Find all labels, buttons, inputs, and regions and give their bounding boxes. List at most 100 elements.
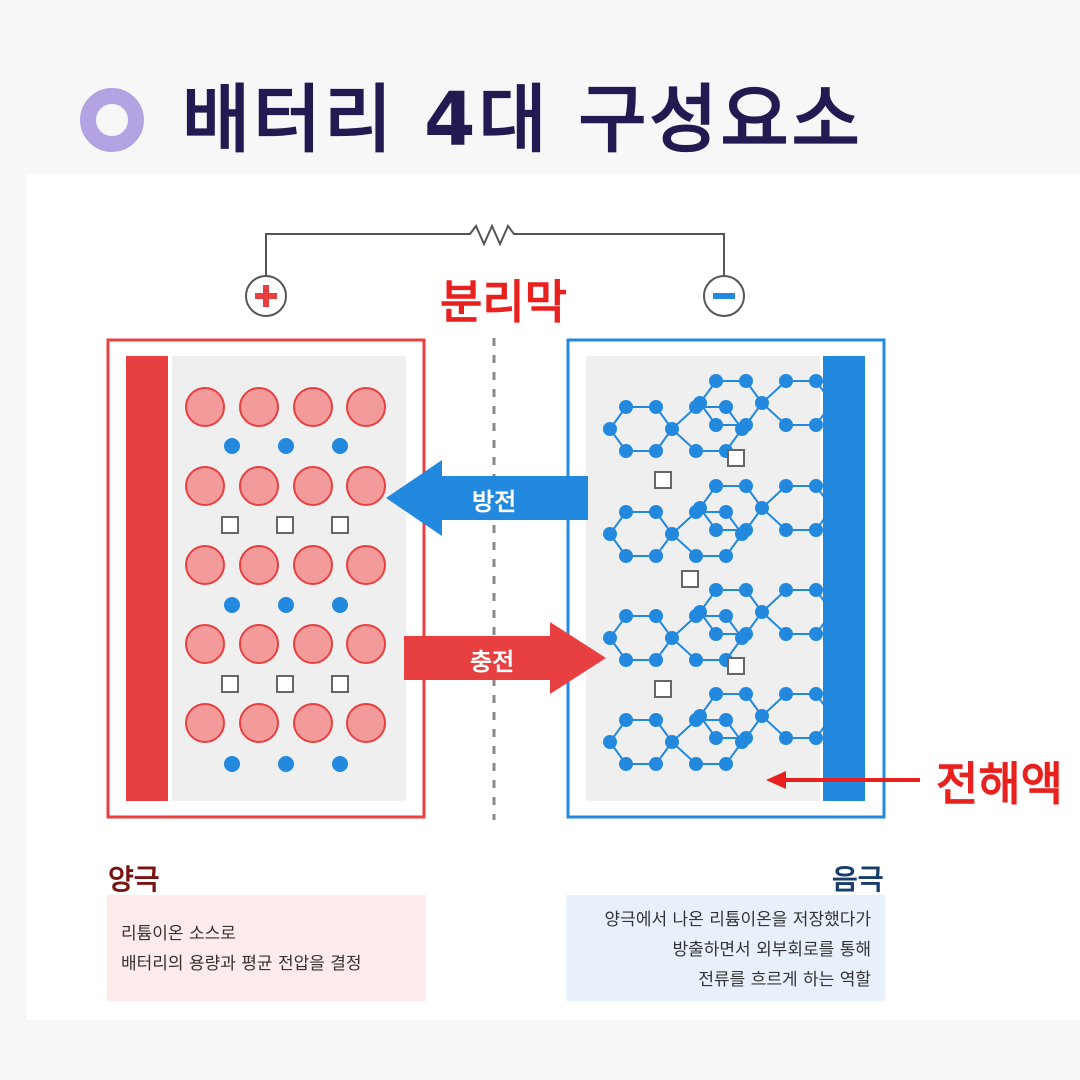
graphite-atom: [709, 583, 723, 597]
graphite-atom: [709, 687, 723, 701]
graphite-atom: [689, 549, 703, 563]
anode-graphite-layers: [603, 374, 839, 771]
graphite-atom: [619, 713, 633, 727]
lithium-ion: [332, 756, 348, 772]
graphite-atom: [603, 527, 617, 541]
cathode-atom: [239, 624, 279, 664]
graphite-atom: [719, 505, 733, 519]
anode-cell: [566, 338, 886, 819]
graphite-atom: [809, 583, 823, 597]
graphite-atom: [709, 731, 723, 745]
page-title: 배터리 4대 구성요소: [182, 77, 863, 163]
graphite-atom: [779, 627, 793, 641]
lithium-ion: [224, 438, 240, 454]
graphite-atom: [825, 501, 839, 515]
graphite-atom: [709, 479, 723, 493]
graphite-atom: [649, 444, 663, 458]
graphite-atom: [755, 396, 769, 410]
cathode-atom: [346, 703, 386, 743]
circuit-wire: [265, 223, 725, 280]
discharge-label: 방전: [472, 488, 517, 516]
graphite-atom: [755, 709, 769, 723]
cathode-atom: [239, 387, 279, 427]
graphite-atom: [739, 687, 753, 701]
graphite-atom: [709, 374, 723, 388]
vacancy-square: [331, 675, 349, 693]
graphite-atom: [809, 479, 823, 493]
cathode-atom: [346, 466, 386, 506]
graphite-atom: [603, 422, 617, 436]
vacancy-square: [331, 516, 349, 534]
graphite-atom: [665, 527, 679, 541]
cathode-atom: [293, 545, 333, 585]
cathode-desc-line: 배터리의 용량과 평균 전압을 결정: [121, 954, 362, 974]
graphite-atom: [739, 627, 753, 641]
cathode-atom: [346, 387, 386, 427]
cathode-atom: [239, 703, 279, 743]
graphite-atom: [739, 479, 753, 493]
graphite-atom: [603, 735, 617, 749]
cathode-title: 양극: [108, 863, 160, 896]
graphite-atom: [689, 757, 703, 771]
graphite-atom: [619, 757, 633, 771]
graphite-atom: [739, 374, 753, 388]
graphite-atom: [779, 523, 793, 537]
cathode-atom: [346, 545, 386, 585]
graphite-atom: [719, 549, 733, 563]
vacancy-square: [221, 675, 239, 693]
cathode-cell: [106, 338, 426, 819]
vacancy-square: [681, 570, 699, 588]
vacancy-square: [654, 680, 672, 698]
graphite-atom: [649, 757, 663, 771]
cathode-atom: [185, 703, 225, 743]
graphite-atom: [719, 609, 733, 623]
graphite-atom: [665, 631, 679, 645]
graphite-atom: [825, 396, 839, 410]
graphite-atom: [619, 505, 633, 519]
lithium-ion: [332, 597, 348, 613]
electrolyte-label: 전해액: [936, 757, 1063, 811]
vacancy-square: [727, 449, 745, 467]
graphite-atom: [693, 396, 707, 410]
discharge-arrow: [386, 460, 588, 536]
graphite-atom: [825, 605, 839, 619]
graphite-atom: [779, 583, 793, 597]
separator-label: 분리막: [440, 275, 567, 329]
cathode-atom: [185, 387, 225, 427]
vacancy-square: [221, 516, 239, 534]
graphite-atom: [649, 549, 663, 563]
graphite-atom: [665, 422, 679, 436]
graphite-atom: [809, 374, 823, 388]
graphite-atom: [809, 687, 823, 701]
cathode-current-collector: [126, 356, 168, 801]
cathode-atom: [239, 545, 279, 585]
lithium-ion: [224, 597, 240, 613]
graphite-atom: [739, 731, 753, 745]
cathode-atom: [293, 466, 333, 506]
graphite-atom: [755, 501, 769, 515]
graphite-atom: [825, 709, 839, 723]
graphite-atom: [719, 713, 733, 727]
electrolyte-pointer-arrow: [766, 771, 920, 789]
lithium-ion: [278, 756, 294, 772]
anode-desc-line: 방출하면서 외부회로를 통해: [672, 940, 872, 960]
graphite-atom: [649, 653, 663, 667]
lithium-ion: [332, 438, 348, 454]
graphite-atom: [739, 523, 753, 537]
graphite-atom: [619, 549, 633, 563]
graphite-atom: [809, 523, 823, 537]
minus-circle-icon: [703, 275, 745, 317]
cathode-atom: [185, 545, 225, 585]
graphite-atom: [719, 400, 733, 414]
cathode-atom: [185, 466, 225, 506]
vacancy-square: [276, 516, 294, 534]
title-row: 배터리 4대 구성요소: [80, 70, 863, 170]
cathode-atom: [293, 624, 333, 664]
graphite-atom: [755, 605, 769, 619]
graphite-atom: [779, 418, 793, 432]
plus-circle-icon: [245, 275, 287, 317]
graphite-atom: [619, 400, 633, 414]
graphite-atom: [603, 631, 617, 645]
anode-desc-line: 양극에서 나온 리튬이온을 저장했다가: [604, 910, 871, 930]
